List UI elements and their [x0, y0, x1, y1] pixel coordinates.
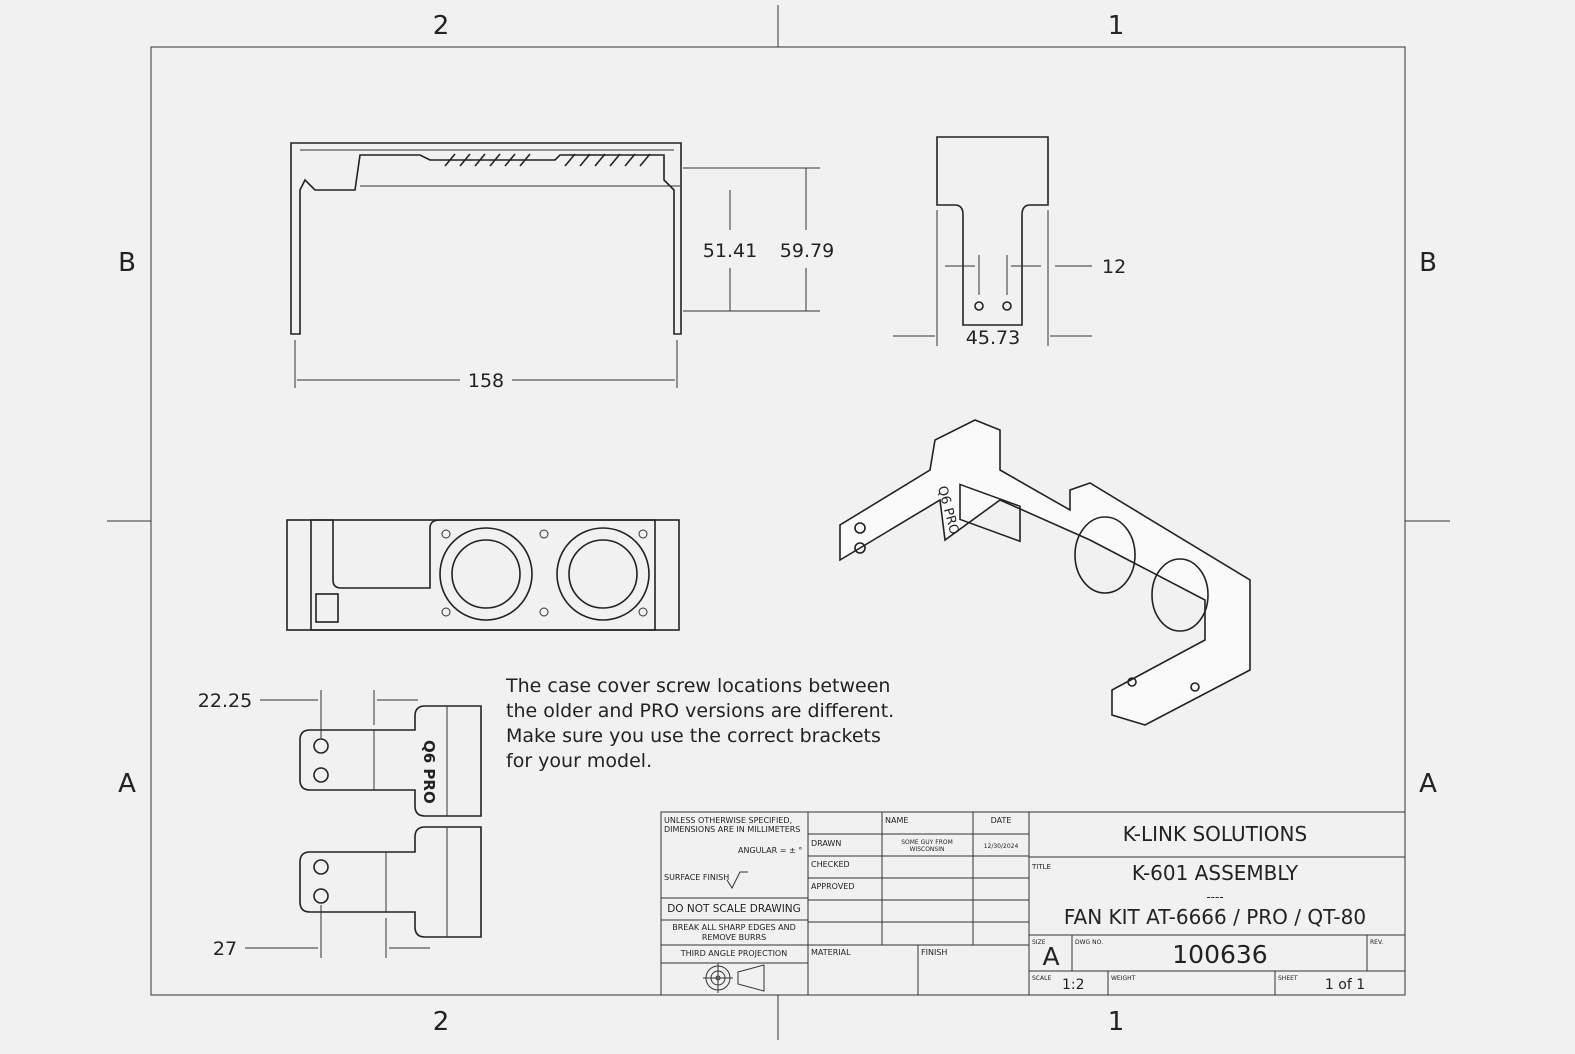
title-block: UNLESS OTHERWISE SPECIFIED, DIMENSIONS A… — [660, 811, 1406, 996]
bracket-top: Q6 PRO 22.25 — [198, 690, 482, 817]
sheet-number: 1 of 1 — [1325, 977, 1365, 993]
dim-45-73: 45.73 — [966, 327, 1020, 349]
title-label: TITLE — [1031, 863, 1051, 871]
drawn-name-2: WISCONSIN — [910, 846, 945, 853]
dim-158: 158 — [468, 370, 504, 392]
drawn-name: SOME GUY FROM — [901, 839, 953, 846]
sheet-label: SHEET — [1278, 975, 1298, 982]
approved-label: APPROVED — [811, 882, 855, 891]
drawing-subtitle: FAN KIT AT-6666 / PRO / QT-80 — [1064, 905, 1366, 929]
drawing-title: K-601 ASSEMBLY — [1132, 861, 1299, 885]
note-line-3: Make sure you use the correct brackets — [506, 725, 881, 747]
name-header: NAME — [885, 816, 908, 825]
tolerance-note: UNLESS OTHERWISE SPECIFIED, — [664, 816, 792, 825]
weight-label: WEIGHT — [1111, 975, 1136, 982]
dim-12: 12 — [1102, 256, 1126, 278]
zone-col-2-top: 2 — [433, 11, 450, 41]
finish-label: FINISH — [921, 948, 947, 957]
note-line-2: the older and PRO versions are different… — [506, 700, 894, 722]
center-marks — [107, 5, 1450, 1040]
side-view: 12 45.73 — [893, 136, 1126, 349]
projection-label: THIRD ANGLE PROJECTION — [680, 949, 787, 958]
dim-59-79: 59.79 — [780, 240, 834, 262]
fan-blades-front — [444, 153, 651, 167]
note-line-4: for your model. — [506, 750, 652, 772]
zone-row-b-left: B — [118, 248, 136, 278]
drawn-label: DRAWN — [811, 839, 841, 848]
third-angle-projection-icon — [703, 963, 765, 993]
surface-finish-label: SURFACE FINISH — [664, 873, 729, 882]
scale-label: SCALE — [1032, 975, 1051, 982]
zone-col-2-bottom: 2 — [433, 1007, 450, 1037]
bracket-bottom: 27 — [213, 826, 482, 960]
size-label: SIZE — [1032, 939, 1046, 946]
isometric-view: Q6 PRO — [839, 419, 1251, 726]
zone-row-b-right: B — [1419, 248, 1437, 278]
dwg-no-label: DWG NO. — [1075, 939, 1103, 946]
rev-label: REV. — [1370, 939, 1383, 946]
dim-27: 27 — [213, 938, 237, 960]
dim-22-25: 22.25 — [198, 690, 252, 712]
zone-col-1-bottom: 1 — [1108, 1007, 1125, 1037]
front-view: 51.41 59.79 158 — [290, 142, 834, 392]
company-name: K-LINK SOLUTIONS — [1123, 822, 1307, 846]
dim-51-41: 51.41 — [703, 240, 757, 262]
zone-col-1-top: 1 — [1108, 11, 1125, 41]
sheet-size: A — [1042, 942, 1059, 971]
zone-row-a-right: A — [1419, 769, 1437, 799]
zone-row-a-left: A — [118, 769, 136, 799]
break-edges-1: BREAK ALL SHARP EDGES AND — [672, 923, 796, 932]
bracket-part-marking: Q6 PRO — [420, 740, 438, 804]
note-line-1: The case cover screw locations between — [505, 675, 890, 697]
do-not-scale: DO NOT SCALE DRAWING — [667, 903, 801, 915]
drawing-number: 100636 — [1172, 940, 1267, 969]
angular-tolerance: ANGULAR = ± ° — [738, 846, 802, 855]
scale-value: 1:2 — [1062, 977, 1085, 993]
drawn-date: 12/30/2024 — [984, 843, 1019, 850]
checked-label: CHECKED — [811, 860, 850, 869]
drawing-note: The case cover screw locations between t… — [505, 675, 894, 772]
date-header: DATE — [991, 816, 1012, 825]
bottom-view — [286, 519, 680, 631]
break-edges-2: REMOVE BURRS — [702, 933, 766, 942]
material-label: MATERIAL — [811, 948, 851, 957]
surface-finish-icon — [726, 871, 748, 890]
title-separator: ---- — [1206, 890, 1223, 904]
units-note: DIMENSIONS ARE IN MILLIMETERS — [664, 825, 800, 834]
